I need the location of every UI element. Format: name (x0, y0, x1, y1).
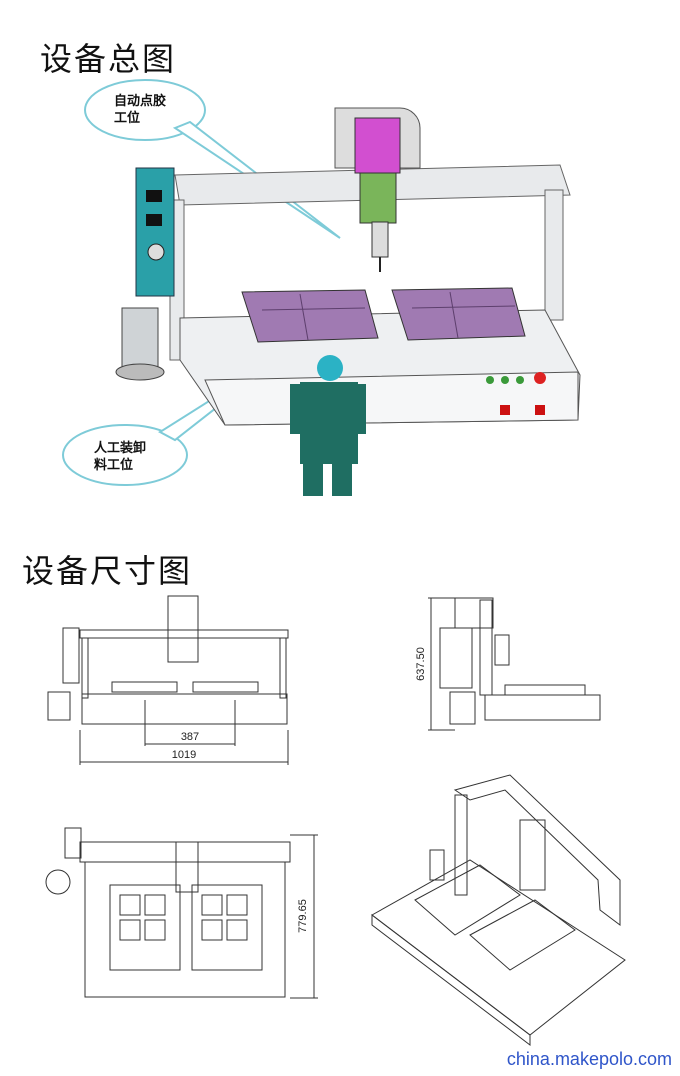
watermark: china.makepolo.com (506, 1049, 672, 1069)
dim-total-width: 1019 (172, 749, 196, 761)
control-box (135, 167, 175, 297)
top-view-drawing (45, 827, 318, 999)
callout-bubble-loading (62, 424, 188, 486)
dim-height: 637.50 (415, 647, 427, 681)
dim-inner-width: 387 (181, 731, 199, 743)
emergency-stop (534, 372, 546, 384)
overview-title: 设备总图 (40, 40, 177, 78)
fixture-right (391, 287, 526, 341)
glue-tank (121, 307, 159, 371)
fixture-left (241, 289, 379, 343)
callout-bubble-dispensing (84, 79, 206, 141)
operator-head (317, 355, 343, 381)
isometric-view-drawing (371, 774, 626, 1047)
dim-depth: 779.65 (297, 899, 309, 933)
side-view-drawing (428, 597, 601, 731)
operator-body (300, 382, 358, 464)
front-view-drawing (47, 595, 289, 765)
gantry-right-leg (544, 189, 564, 321)
dispense-head (354, 117, 401, 174)
callout-manual-loading-station: 人工装卸 料工位 (94, 441, 147, 473)
control-knob (147, 243, 165, 261)
dimension-title: 设备尺寸图 (22, 552, 193, 590)
callout-dispensing-station: 自动点胶 工位 (114, 94, 167, 126)
